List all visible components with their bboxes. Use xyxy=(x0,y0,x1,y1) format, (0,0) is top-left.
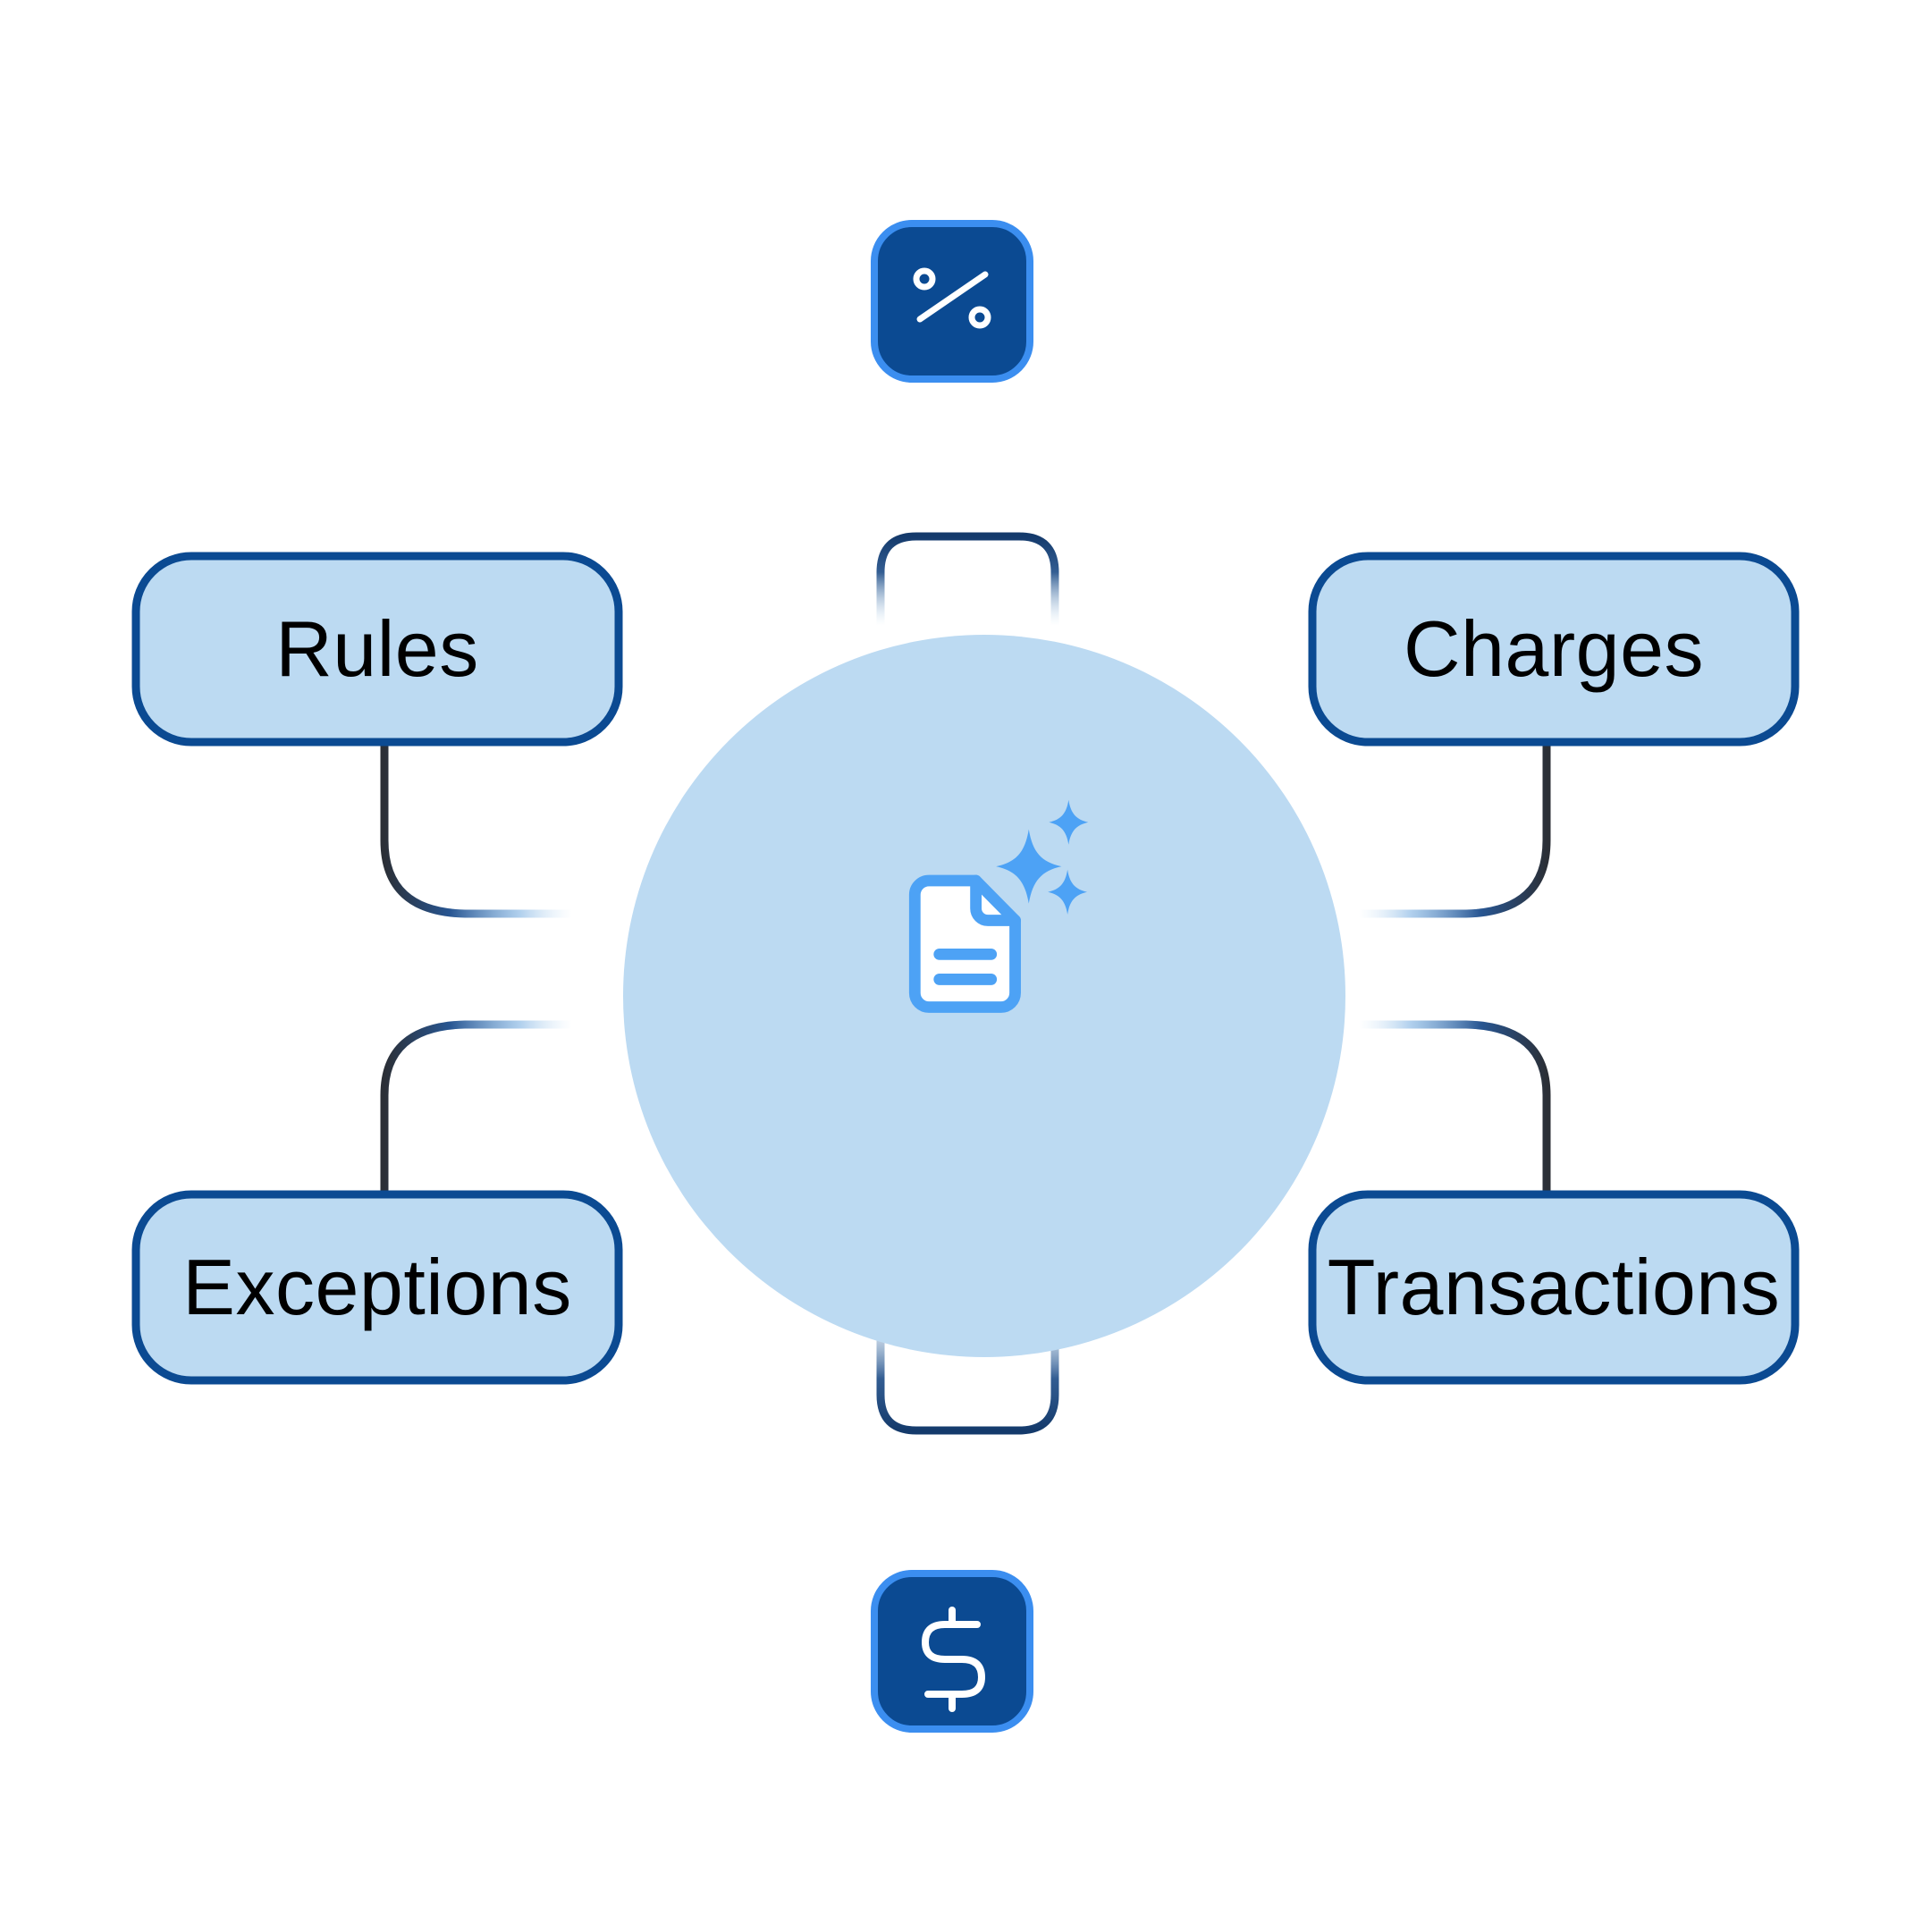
dollar-icon xyxy=(922,1607,985,1712)
connector-rules-to-center xyxy=(380,740,572,918)
connector-top-bracket xyxy=(876,532,1059,626)
node-box-transactions[interactable] xyxy=(1308,1190,1800,1385)
node-box-charges[interactable] xyxy=(1308,552,1800,747)
connector-transactions-to-center xyxy=(1359,1020,1551,1196)
node-box-exceptions[interactable] xyxy=(131,1190,623,1385)
connector-exceptions-to-center xyxy=(380,1020,572,1196)
document-page-shape xyxy=(908,874,1021,1013)
sparkle-small-icon xyxy=(1048,869,1088,915)
sparkle-large-icon xyxy=(996,829,1062,904)
percent-icon xyxy=(913,267,991,329)
badge-group xyxy=(871,220,1033,1733)
connector-charges-to-center xyxy=(1359,740,1551,918)
connector-group xyxy=(380,379,1551,1573)
document-fold-corner xyxy=(970,874,1021,926)
badge-dollar[interactable] xyxy=(871,1570,1033,1733)
badge-percent[interactable] xyxy=(871,220,1033,383)
document-sparkle-icon xyxy=(908,799,1089,1013)
node-box-group xyxy=(131,552,1800,1385)
connector-bottom-bracket xyxy=(876,1301,1059,1435)
node-box-rules[interactable] xyxy=(131,552,623,747)
sparkle-medium-icon xyxy=(1049,799,1089,845)
